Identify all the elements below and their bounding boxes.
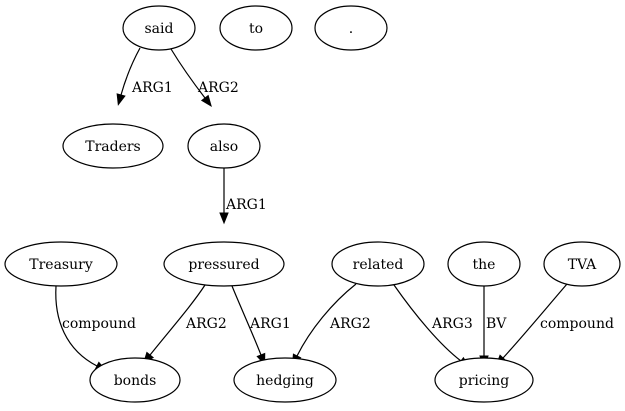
edge-label-said-traders: ARG1 <box>131 80 173 96</box>
node-ellipse-the <box>447 241 521 287</box>
edge-label-related-hedging: ARG2 <box>329 316 371 332</box>
node-label-said: said <box>145 21 174 37</box>
edge-line-treasury-bonds <box>55 285 98 367</box>
node-ellipse-bonds <box>89 357 181 403</box>
node-label-tva: TVA <box>568 257 597 273</box>
edge-line-said-also <box>170 48 206 99</box>
edge-label-also-pressured: ARG1 <box>225 197 267 213</box>
edge-said-also: ARG2 <box>170 48 239 107</box>
edge-the-pricing: BV <box>479 285 507 368</box>
node-ellipse-tva <box>543 241 621 287</box>
node-label-pricing: pricing <box>459 373 509 389</box>
edge-arrowhead-also-pressured <box>219 212 229 225</box>
edge-arrowhead-said-traders <box>116 93 126 106</box>
node-label-treasury: Treasury <box>29 257 93 273</box>
node-label-hedging: hedging <box>256 373 314 389</box>
edge-pressured-bonds: ARG2 <box>142 284 227 364</box>
edge-tva-pricing: compound <box>495 283 614 367</box>
node-label-to: to <box>249 21 263 37</box>
node-ellipse-hedging <box>233 357 337 403</box>
node-period: . <box>314 5 388 51</box>
node-pressured: pressured <box>163 241 285 287</box>
node-ellipse-period <box>314 5 388 51</box>
node-label-also: also <box>210 139 238 155</box>
node-hedging: hedging <box>233 357 337 403</box>
edge-line-said-traders <box>120 47 141 96</box>
node-tva: TVA <box>543 241 621 287</box>
edge-label-pressured-hedging: ARG1 <box>249 316 291 332</box>
node-ellipse-said <box>122 5 196 51</box>
node-treasury: Treasury <box>4 241 118 287</box>
node-to: to <box>219 5 293 51</box>
node-label-bonds: bonds <box>114 373 157 389</box>
edge-label-the-pricing: BV <box>486 316 507 332</box>
node-label-related: related <box>353 257 404 273</box>
node-related: related <box>331 241 425 287</box>
edge-line-related-pricing <box>393 284 462 362</box>
node-ellipse-pricing <box>434 357 534 403</box>
node-bonds: bonds <box>89 357 181 403</box>
node-pricing: pricing <box>434 357 534 403</box>
edge-pressured-hedging: ARG1 <box>231 285 291 366</box>
edge-arrowhead-said-also <box>200 94 212 107</box>
edge-related-pricing: ARG3 <box>393 284 473 368</box>
edge-label-treasury-bonds: compound <box>62 316 136 332</box>
edge-label-tva-pricing: compound <box>540 316 614 332</box>
edge-label-related-pricing: ARG3 <box>431 316 473 332</box>
nodes-layer: said to. Traders also pressured Treasury relat… <box>4 5 621 403</box>
edge-said-traders: ARG1 <box>116 47 173 106</box>
edge-label-said-also: ARG2 <box>197 80 239 96</box>
node-ellipse-treasury <box>4 241 118 287</box>
node-label-the: the <box>473 257 496 273</box>
edge-label-pressured-bonds: ARG2 <box>185 316 227 332</box>
node-label-period: . <box>349 21 353 37</box>
node-also: also <box>187 123 261 169</box>
node-ellipse-also <box>187 123 261 169</box>
node-label-traders: Traders <box>85 139 141 155</box>
edge-line-pressured-bonds <box>149 284 206 356</box>
node-said: said <box>122 5 196 51</box>
node-label-pressured: pressured <box>188 257 259 273</box>
edge-line-pressured-hedging <box>231 285 262 356</box>
edge-related-hedging: ARG2 <box>291 283 371 367</box>
node-the: the <box>447 241 521 287</box>
node-traders: Traders <box>62 123 164 169</box>
node-ellipse-related <box>331 241 425 287</box>
node-ellipse-to <box>219 5 293 51</box>
edge-treasury-bonds: compound <box>55 285 136 372</box>
edge-also-pressured: ARG1 <box>219 168 267 225</box>
node-ellipse-traders <box>62 123 164 169</box>
edge-line-related-hedging <box>296 283 357 357</box>
node-ellipse-pressured <box>163 241 285 287</box>
edge-line-tva-pricing <box>502 283 568 359</box>
